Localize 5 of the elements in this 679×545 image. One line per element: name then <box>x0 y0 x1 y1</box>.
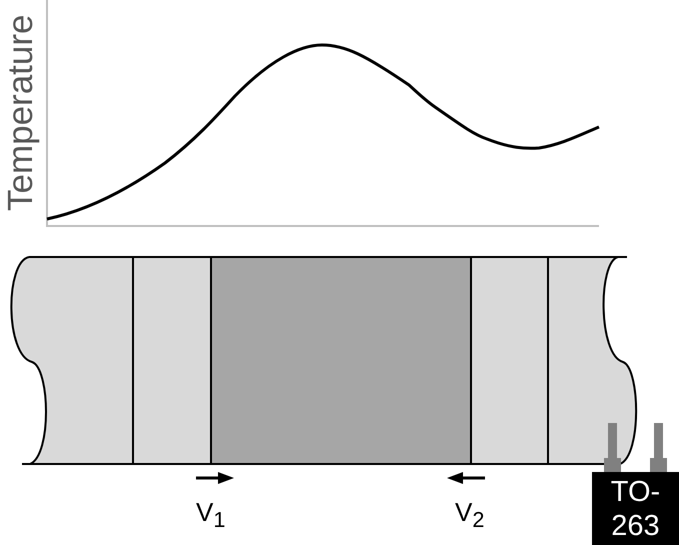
velocity-label: V$_{2}$ <box>455 496 484 534</box>
package-label: TO- 263 <box>610 474 662 542</box>
velocity-label: V$_{1}$ <box>196 496 226 534</box>
package-box <box>592 472 679 545</box>
axis-title: Temperature <box>0 14 41 214</box>
